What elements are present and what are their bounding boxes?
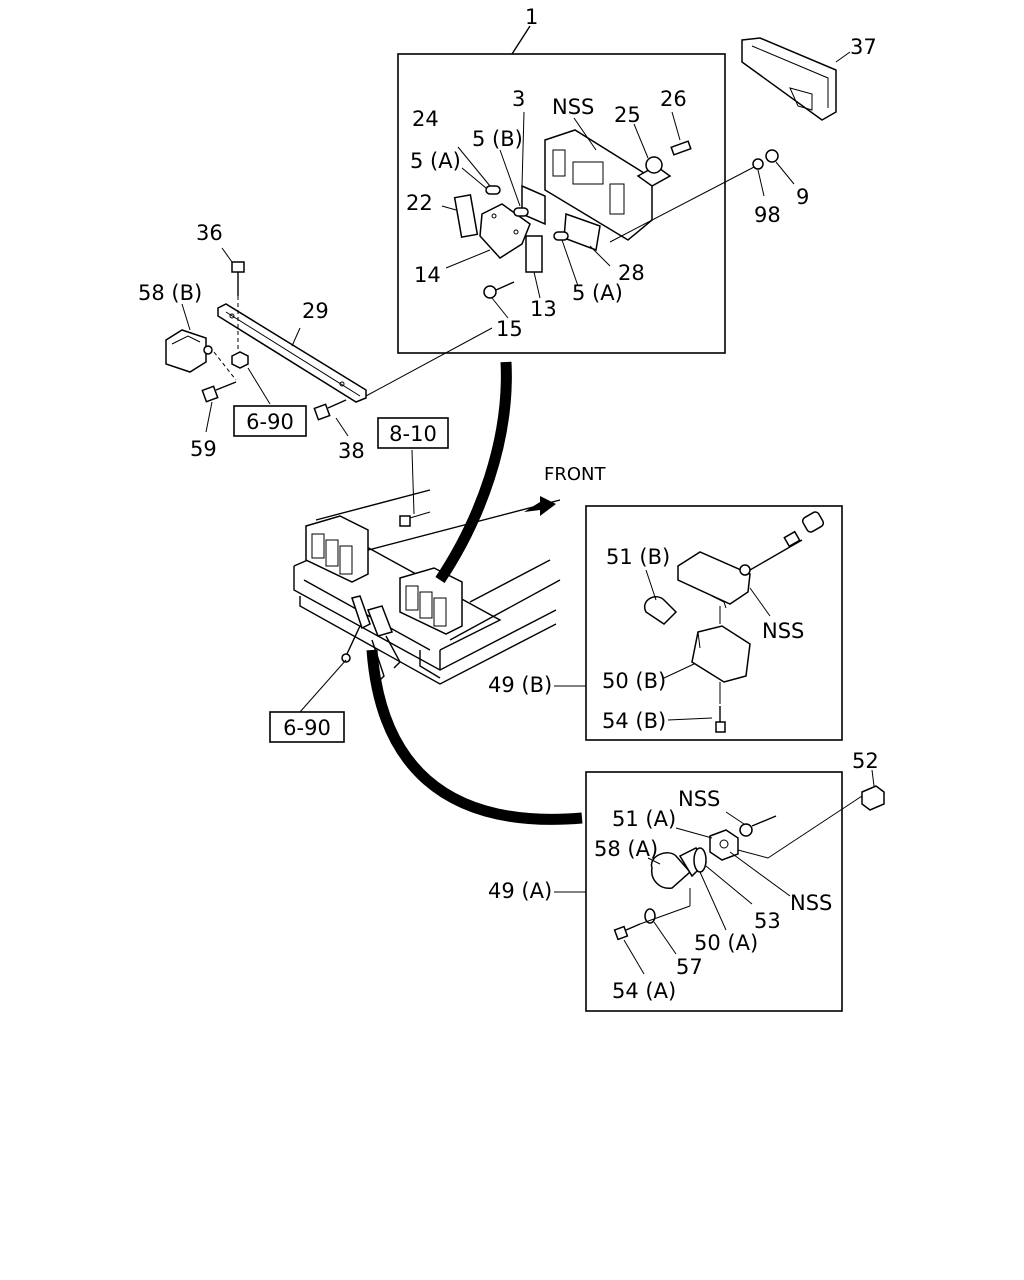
label-37: 37	[850, 35, 877, 59]
label-51b: 51 (B)	[606, 545, 670, 569]
label-52: 52	[852, 749, 879, 773]
lamp-socket-b	[677, 511, 825, 609]
label-29: 29	[302, 299, 329, 323]
label-1: 1	[525, 5, 538, 29]
label-98: 98	[754, 203, 781, 227]
plate-bracket	[544, 129, 653, 241]
label-38: 38	[338, 439, 365, 463]
label-51a: 51 (A)	[612, 807, 676, 831]
ref-box-8-10[interactable]: 8-10	[377, 417, 449, 449]
connector-52	[861, 769, 885, 811]
nut-9	[765, 149, 795, 185]
label-14: 14	[414, 263, 441, 287]
washer-98	[752, 158, 765, 197]
label-26: 26	[660, 87, 687, 111]
front-arrow-icon	[524, 496, 556, 516]
label-58b: 58 (B)	[138, 281, 202, 305]
label-24: 24	[412, 107, 439, 131]
label-58a: 58 (A)	[594, 837, 658, 861]
bracket-29	[217, 303, 367, 403]
gasket-13	[525, 235, 543, 273]
screw-54a	[613, 923, 641, 941]
curve-to-assembly-1	[435, 361, 512, 584]
label-22: 22	[406, 191, 433, 215]
assembly-49b-box	[554, 505, 843, 741]
label-49b: 49 (B)	[488, 673, 552, 697]
label-5b: 5 (B)	[472, 127, 523, 151]
ref-box-6-90-bottom[interactable]: 6-90	[269, 711, 345, 743]
bolt-38	[313, 399, 349, 437]
bolt-36	[221, 247, 245, 352]
label-nss-49a-bottom: NSS	[790, 891, 832, 915]
label-front: FRONT	[544, 464, 606, 485]
ring-53	[693, 847, 707, 873]
ref-box-6-90-top[interactable]: 6-90	[233, 405, 307, 437]
label-57: 57	[676, 955, 703, 979]
rear-lamp-right	[399, 567, 463, 635]
label-54b: 54 (B)	[602, 709, 666, 733]
label-59: 59	[190, 437, 217, 461]
connector-8-10	[399, 449, 431, 527]
lamp-58b	[165, 303, 213, 373]
lens-50b	[691, 625, 751, 683]
label-50a: 50 (A)	[694, 931, 758, 955]
gasket-3	[521, 184, 546, 226]
ref-6-90-top[interactable]: 6-90	[246, 410, 294, 434]
assembly-1-box	[397, 25, 757, 354]
label-53: 53	[754, 909, 781, 933]
bulb-5a-top	[485, 185, 501, 195]
label-13: 13	[530, 297, 557, 321]
ref-8-10[interactable]: 8-10	[389, 422, 437, 446]
bulb-5b	[513, 207, 529, 217]
rear-lamp-left	[305, 515, 369, 583]
curve-to-assembly-49a	[366, 649, 583, 825]
screw-26	[670, 140, 692, 156]
assembly-49a-box	[554, 771, 863, 1012]
label-5a-bottom: 5 (A)	[572, 281, 623, 305]
bulb-51b	[643, 596, 678, 625]
label-nss-49a-top: NSS	[678, 787, 720, 811]
label-3: 3	[512, 87, 525, 111]
screw-54b	[715, 682, 726, 733]
label-36: 36	[196, 221, 223, 245]
label-50b: 50 (B)	[602, 669, 666, 693]
label-9: 9	[796, 185, 809, 209]
socket-51a	[709, 829, 739, 861]
label-25: 25	[614, 103, 641, 127]
label-nss-top: NSS	[552, 95, 594, 119]
gasket-28	[563, 212, 601, 252]
label-nss-49b: NSS	[762, 619, 804, 643]
lens-22	[453, 194, 479, 238]
label-54a: 54 (A)	[612, 979, 676, 1003]
label-5a-top: 5 (A)	[410, 149, 461, 173]
label-28: 28	[618, 261, 645, 285]
label-15: 15	[496, 317, 523, 341]
ref-6-90-bottom[interactable]: 6-90	[283, 716, 331, 740]
leader-6-90-bottom	[299, 659, 347, 713]
lamp-cover-37	[741, 37, 851, 121]
nut-6-90	[231, 351, 271, 405]
leader-15	[365, 327, 493, 397]
bolt-59	[201, 351, 237, 433]
screw-15	[483, 281, 515, 299]
switch-25	[636, 156, 672, 187]
label-49a: 49 (A)	[488, 879, 552, 903]
connector-nss	[739, 815, 777, 837]
bulb-5a-bottom	[553, 231, 569, 241]
lamp-housing	[479, 203, 531, 259]
